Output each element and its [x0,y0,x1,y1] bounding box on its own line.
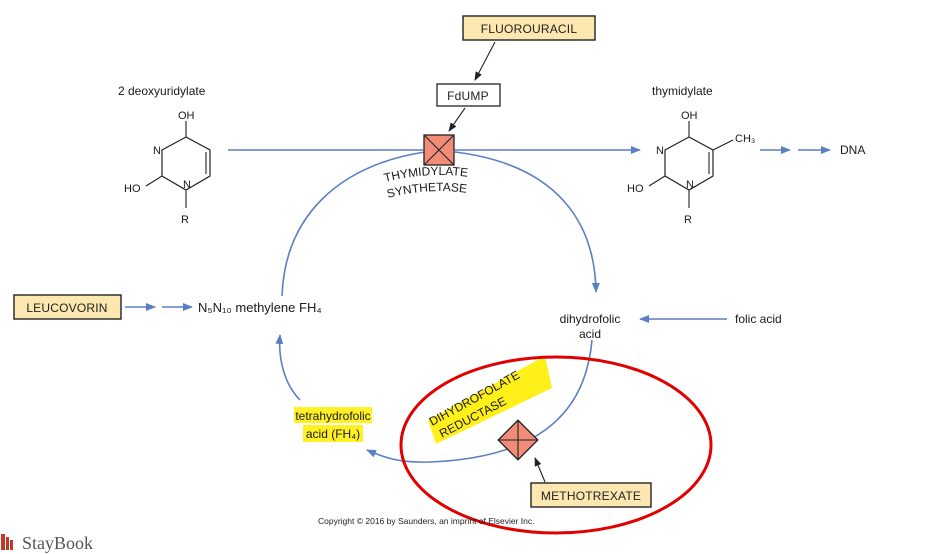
copyright-notice: Copyright © 2016 by Saunders, an imprint… [318,516,535,526]
methylene-fh4-label: N₅N₁₀ methylene FH₄ [198,300,322,315]
leucovorin-label: LEUCOVORIN [26,301,107,315]
n-label: N [153,145,161,157]
tetrahydrofolic-highlight [303,425,363,442]
deoxyuridylate-label: 2 deoxyuridylate [118,84,206,98]
thymidylate-structure: thymidylate OH CH₃ N HO N R [627,84,755,226]
emphasis-circle [399,355,713,535]
ho-label: HO [124,183,141,195]
dihydrofolic-label-2: acid [579,327,601,341]
brand-name: StayBook [22,533,94,553]
thymidylate-synthetase-line2: SYNTHETASE [385,180,467,201]
methotrexate-label: METHOTREXATE [541,489,641,503]
cycle-arrow-to-tetrahydrofolic [366,339,593,463]
methotrexate-box [530,482,652,508]
fluorouracil-box [462,15,596,41]
n-label: N [686,179,694,191]
r-label: R [684,214,692,226]
brand-logo-icon [1,534,13,550]
n-label: N [656,145,664,157]
ho-label: HO [627,183,644,195]
oh-label: OH [178,110,195,122]
folic-acid-label: folic acid [735,312,782,326]
dhfr-highlight [428,356,552,444]
leucovorin-box [13,294,122,320]
fdump-box [436,83,501,107]
methotrexate-arrow [534,457,546,483]
dna-label: DNA [840,143,865,157]
thymidylate-synthetase-enzyme-icon [423,134,455,166]
thymidylate-label: thymidylate [652,84,713,98]
fdump-label: FdUMP [447,89,489,103]
fluorouracil-label: FLUOROURACIL [481,22,578,36]
dihydrofolate-reductase-enzyme-icon [497,419,539,461]
cycle-arrow-to-synthetase [281,151,426,297]
cycle-arrow-to-dihydrofolic [454,151,600,293]
r-label: R [181,214,189,226]
n-label: N [183,179,191,191]
ch3-label: CH₃ [735,133,755,145]
deoxyuridylate-structure: 2 deoxyuridylate OH N HO N R [118,84,211,226]
fdump-arrow [448,107,466,132]
cycle-arrow-to-methylene [275,334,301,401]
tetrahydrofolic-highlight [294,407,372,423]
tetrahydrofolic-label-2: acid (FH₄) [306,427,360,441]
fluorouracil-arrow [474,41,496,81]
tetrahydrofolic-label-1: tetrahydrofolic [295,409,370,423]
dihydrofolic-label-1: dihydrofolic [560,312,621,326]
oh-label: OH [681,110,698,122]
